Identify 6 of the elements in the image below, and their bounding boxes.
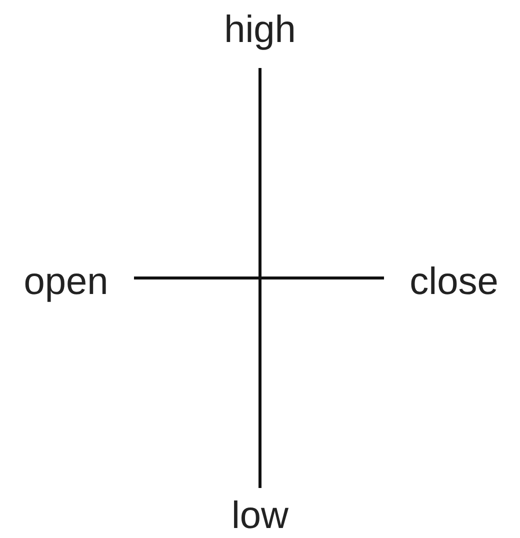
axis-label: open bbox=[10, 260, 122, 304]
axis-label: close bbox=[396, 260, 512, 304]
axis-label: low bbox=[210, 494, 310, 538]
axis-label: high bbox=[210, 8, 310, 52]
connector-line bbox=[258, 68, 262, 488]
connector-line bbox=[134, 276, 384, 280]
